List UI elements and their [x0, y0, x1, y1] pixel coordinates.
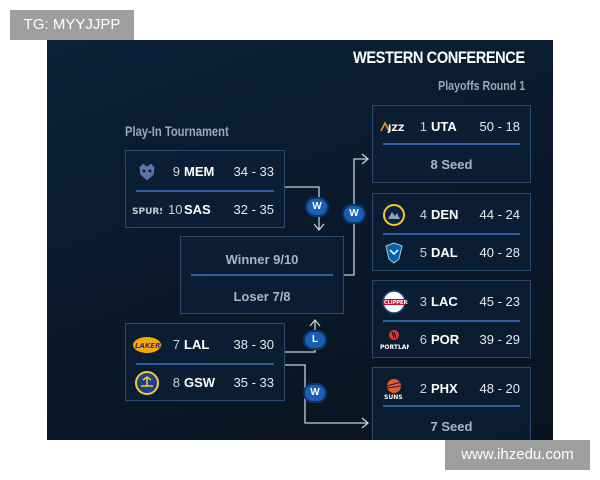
- team-abbr: DAL: [431, 245, 458, 260]
- grizzlies-logo-icon: [132, 160, 162, 184]
- trailblazers-logo-icon: PORTLAND: [379, 328, 409, 352]
- svg-text:SUNS: SUNS: [384, 394, 403, 401]
- team-row: 9 MEM 34 - 33: [126, 153, 284, 190]
- team-record: 32 - 35: [233, 202, 274, 217]
- team-abbr: DEN: [431, 207, 459, 222]
- matchup-1-8[interactable]: JZZ 1 UTA 50 - 18 8 Seed: [372, 105, 531, 183]
- connector-arrowhead: [309, 318, 321, 327]
- team-abbr: GSW: [184, 375, 216, 390]
- watermark-bottom-right: www.ihzedu.com: [445, 440, 590, 470]
- team-seed: 5: [419, 245, 427, 260]
- team-row: 8 GSW 35 - 33: [126, 364, 284, 401]
- team-seed: 7: [172, 337, 180, 352]
- connector-arrowhead: [361, 417, 370, 429]
- bracket-panel: WESTERN CONFERENCE Playoffs Round 1 Play…: [47, 40, 553, 440]
- team-record: 45 - 23: [479, 294, 520, 309]
- team-record: 40 - 28: [479, 245, 520, 260]
- matchup-2-7[interactable]: SUNS 2 PHX 48 - 20 7 Seed: [372, 367, 531, 440]
- round-title: Playoffs Round 1: [437, 78, 525, 93]
- opponent-placeholder: 7 Seed: [430, 419, 473, 434]
- team-seed: 3: [419, 294, 427, 309]
- team-abbr: SAS: [184, 202, 211, 217]
- opponent-placeholder: 8 Seed: [430, 157, 473, 172]
- suns-logo-icon: SUNS: [379, 377, 409, 401]
- connector-arrowhead: [361, 153, 370, 165]
- connector-playin-winner-to-phx: [285, 364, 368, 424]
- connector-playin-9-10-winner: [285, 186, 320, 230]
- connector-arrowhead: [313, 223, 325, 232]
- svg-text:LAKERS: LAKERS: [135, 342, 162, 350]
- warriors-logo-icon: [132, 370, 162, 395]
- team-row: PORTLAND 6 POR 39 - 29: [373, 321, 530, 358]
- team-record: 35 - 33: [233, 375, 274, 390]
- play-in-title: Play-In Tournament: [125, 123, 229, 139]
- play-in-final-game[interactable]: Winner 9/10 Loser 7/8: [180, 236, 344, 314]
- separator: [191, 274, 333, 276]
- win-badge: W: [307, 199, 327, 215]
- team-seed: 2: [419, 381, 427, 396]
- conference-title: WESTERN CONFERENCE: [353, 48, 525, 67]
- team-record: 48 - 20: [479, 381, 520, 396]
- team-abbr: LAC: [431, 294, 458, 309]
- team-record: 39 - 29: [479, 332, 520, 347]
- loss-badge: L: [305, 332, 325, 348]
- team-row: SPURS 10 SAS 32 - 35: [126, 191, 284, 228]
- svg-text:SPURS: SPURS: [132, 207, 162, 217]
- team-record: 34 - 33: [233, 164, 274, 179]
- team-abbr: PHX: [431, 381, 458, 396]
- play-in-game-7-8[interactable]: LAKERS 7 LAL 38 - 30 8 GSW 35 - 33: [125, 323, 285, 401]
- separator: [383, 233, 520, 235]
- svg-text:JZZ: JZZ: [387, 124, 405, 134]
- svg-text:CLIPPERS: CLIPPERS: [384, 300, 408, 306]
- play-in-game-9-10[interactable]: 9 MEM 34 - 33 SPURS 10 SAS 32 - 35: [125, 150, 285, 228]
- spurs-logo-icon: SPURS: [132, 198, 162, 222]
- separator: [383, 405, 520, 407]
- team-seed: 4: [419, 207, 427, 222]
- team-abbr: LAL: [184, 337, 210, 352]
- team-seed: 1: [419, 119, 427, 134]
- winner-9-10-label: Winner 9/10: [225, 252, 299, 267]
- team-row: 5 DAL 40 - 28: [373, 234, 530, 271]
- team-row: SUNS 2 PHX 48 - 20: [373, 370, 530, 407]
- separator: [383, 320, 520, 322]
- team-seed: 10: [168, 202, 183, 217]
- team-abbr: MEM: [184, 164, 215, 179]
- team-seed: 8: [172, 375, 180, 390]
- matchup-3-6[interactable]: CLIPPERS 3 LAC 45 - 23 PORTLAND 6 POR 39…: [372, 280, 531, 358]
- team-record: 44 - 24: [479, 207, 520, 222]
- team-row: CLIPPERS 3 LAC 45 - 23: [373, 283, 530, 320]
- team-record: 38 - 30: [233, 337, 274, 352]
- matchup-4-5[interactable]: 4 DEN 44 - 24 5 DAL 40 - 28: [372, 193, 531, 271]
- connector-playin-loser-up: [285, 320, 316, 353]
- team-seed: 9: [172, 164, 180, 179]
- team-row: LAKERS 7 LAL 38 - 30: [126, 326, 284, 363]
- team-abbr: POR: [431, 332, 460, 347]
- team-record: 50 - 18: [479, 119, 520, 134]
- win-badge: W: [305, 385, 325, 401]
- loser-7-8-label: Loser 7/8: [233, 289, 291, 304]
- svg-text:PORTLAND: PORTLAND: [380, 344, 409, 351]
- lakers-logo-icon: LAKERS: [132, 333, 162, 357]
- nuggets-logo-icon: [379, 203, 409, 227]
- separator: [383, 143, 520, 145]
- watermark-top-left: TG: MYYJJPP: [10, 10, 134, 40]
- team-row: JZZ 1 UTA 50 - 18: [373, 108, 530, 145]
- separator: [136, 363, 274, 365]
- mavericks-logo-icon: [379, 241, 409, 265]
- team-seed: 6: [419, 332, 427, 347]
- jazz-logo-icon: JZZ: [379, 115, 409, 139]
- team-abbr: UTA: [431, 119, 457, 134]
- team-row: 4 DEN 44 - 24: [373, 196, 530, 233]
- win-badge: W: [344, 206, 364, 222]
- clippers-logo-icon: CLIPPERS: [379, 289, 409, 314]
- separator: [136, 190, 274, 192]
